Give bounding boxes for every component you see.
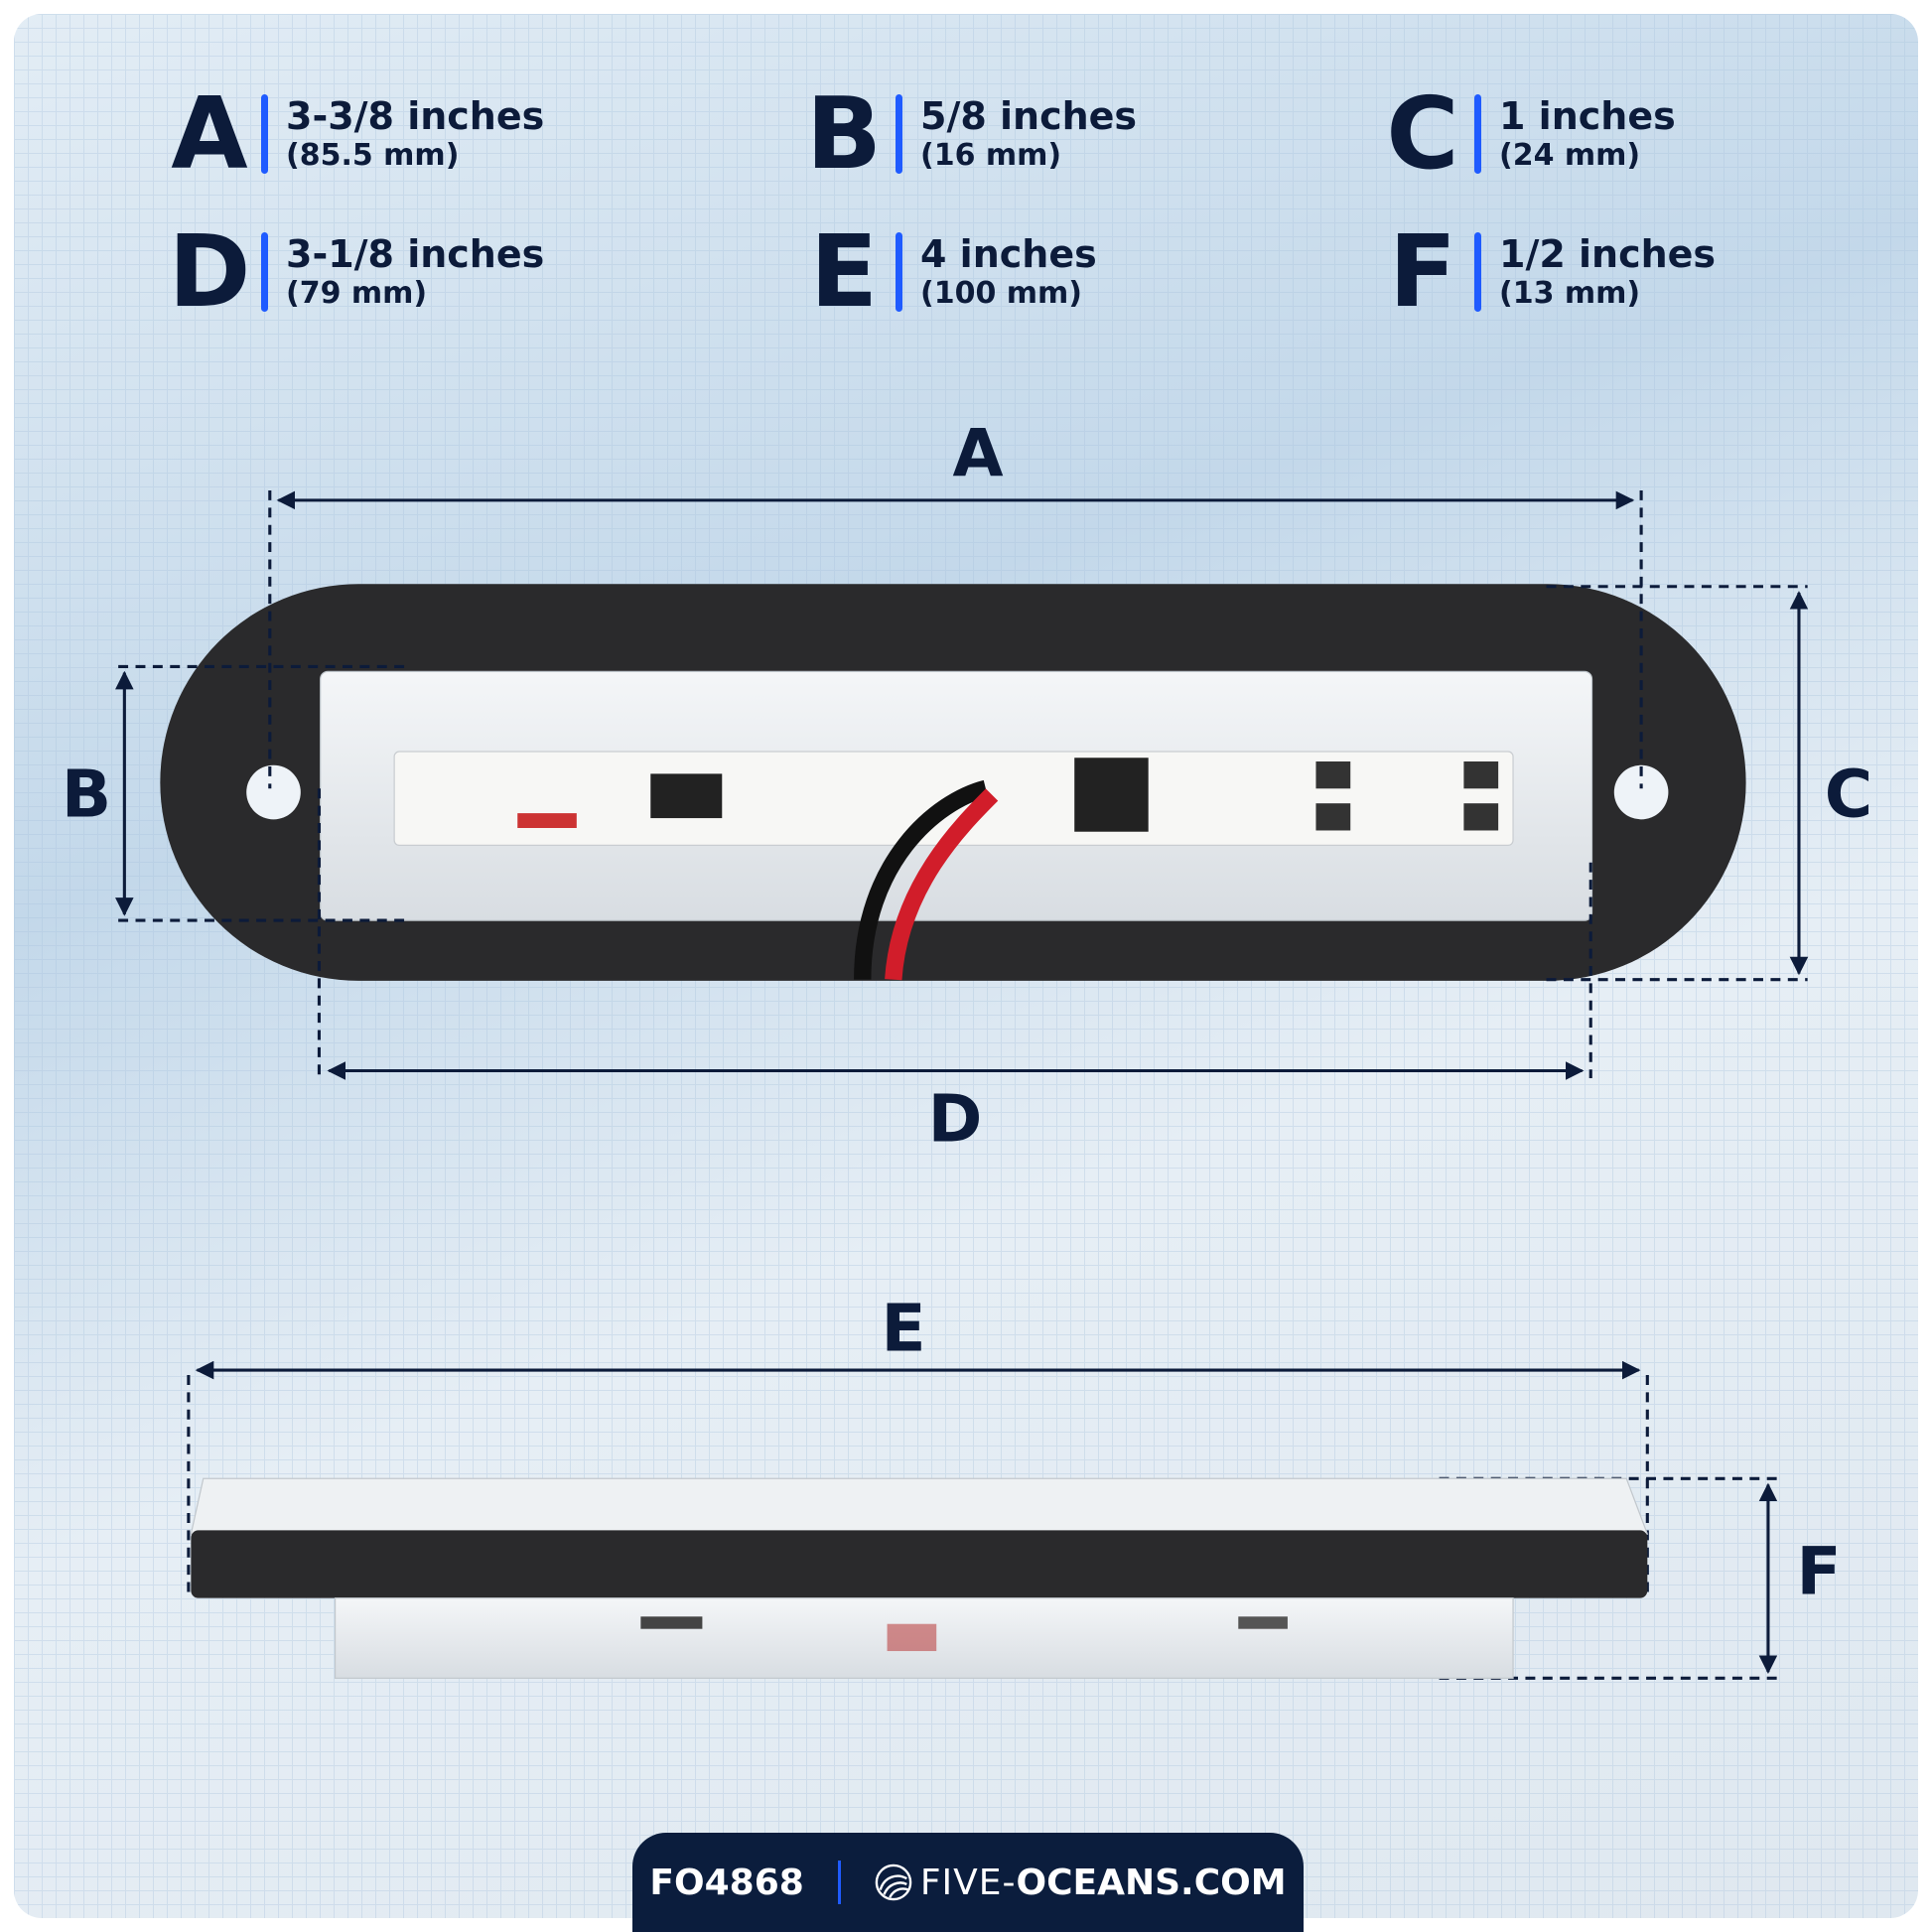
mounting-hole[interactable] xyxy=(1613,764,1669,820)
dimension-label-b: B xyxy=(61,756,112,833)
spec-mm: (16 mm) xyxy=(920,138,1062,173)
spec-letter: D xyxy=(168,213,251,330)
spec-d: D 3-1/8 inches(79 mm) xyxy=(164,222,544,322)
chip xyxy=(1463,803,1499,831)
dimension-label-c: C xyxy=(1824,756,1873,833)
spec-b: B 5/8 inches(16 mm) xyxy=(798,84,1137,184)
spec-letter: F xyxy=(1388,213,1457,330)
chip xyxy=(1315,803,1351,831)
chip xyxy=(1463,760,1499,789)
black-wire xyxy=(854,779,989,980)
spec-mm: (13 mm) xyxy=(1499,276,1641,311)
spec-inches: 3-3/8 inches xyxy=(286,94,545,138)
chip xyxy=(1074,758,1149,832)
mounting-hole[interactable] xyxy=(246,764,301,820)
spec-inches: 1 inches xyxy=(1499,94,1676,138)
dimension-label-e: E xyxy=(881,1290,926,1367)
accent-bar xyxy=(1474,232,1481,312)
led xyxy=(517,813,577,828)
footer-divider xyxy=(837,1861,841,1904)
spec-inches: 3-1/8 inches xyxy=(286,232,545,276)
spec-letter: B xyxy=(805,75,883,192)
chip xyxy=(1315,760,1351,789)
dimension-label-f: F xyxy=(1796,1533,1842,1610)
spec-inches: 4 inches xyxy=(920,232,1097,276)
footer-banner: FO4868 FIVE-OCEANS.COM xyxy=(632,1833,1304,1932)
accent-bar xyxy=(1474,94,1481,174)
accent-bar xyxy=(261,232,268,312)
spec-mm: (100 mm) xyxy=(920,276,1083,311)
spec-letter: C xyxy=(1386,75,1459,192)
side-chip xyxy=(1238,1616,1288,1629)
spec-f: F 1/2 inches(13 mm) xyxy=(1377,222,1716,322)
spec-e: E 4 inches(100 mm) xyxy=(798,222,1097,322)
dimension-label-d: D xyxy=(927,1080,983,1158)
spec-inches: 5/8 inches xyxy=(920,94,1138,138)
dimension-label-a: A xyxy=(952,415,1004,492)
accent-bar xyxy=(896,232,902,312)
side-chip xyxy=(640,1616,703,1629)
product-code: FO4868 xyxy=(649,1862,804,1903)
spec-mm: (85.5 mm) xyxy=(286,138,460,173)
red-wire xyxy=(885,788,999,981)
side-gasket xyxy=(191,1530,1648,1598)
dimension-lines xyxy=(115,489,1809,1680)
side-view xyxy=(190,1477,1649,1679)
website-link[interactable]: FIVE-OCEANS.COM xyxy=(919,1862,1287,1903)
spec-mm: (79 mm) xyxy=(286,276,428,311)
accent-bar xyxy=(261,94,268,174)
spec-c: C 1 inches(24 mm) xyxy=(1377,75,1676,192)
spec-mm: (24 mm) xyxy=(1499,138,1641,173)
chip xyxy=(650,773,723,819)
spec-letter: E xyxy=(809,213,879,330)
spec-letter: A xyxy=(171,75,248,192)
side-lens-top xyxy=(190,1477,1649,1535)
top-view xyxy=(160,584,1746,981)
accent-bar xyxy=(896,94,902,174)
side-wire xyxy=(887,1623,937,1652)
spec-a: A 3-3/8 inches(85.5 mm) xyxy=(164,84,544,184)
wave-globe-icon xyxy=(875,1863,912,1901)
spec-inches: 1/2 inches xyxy=(1499,232,1717,276)
